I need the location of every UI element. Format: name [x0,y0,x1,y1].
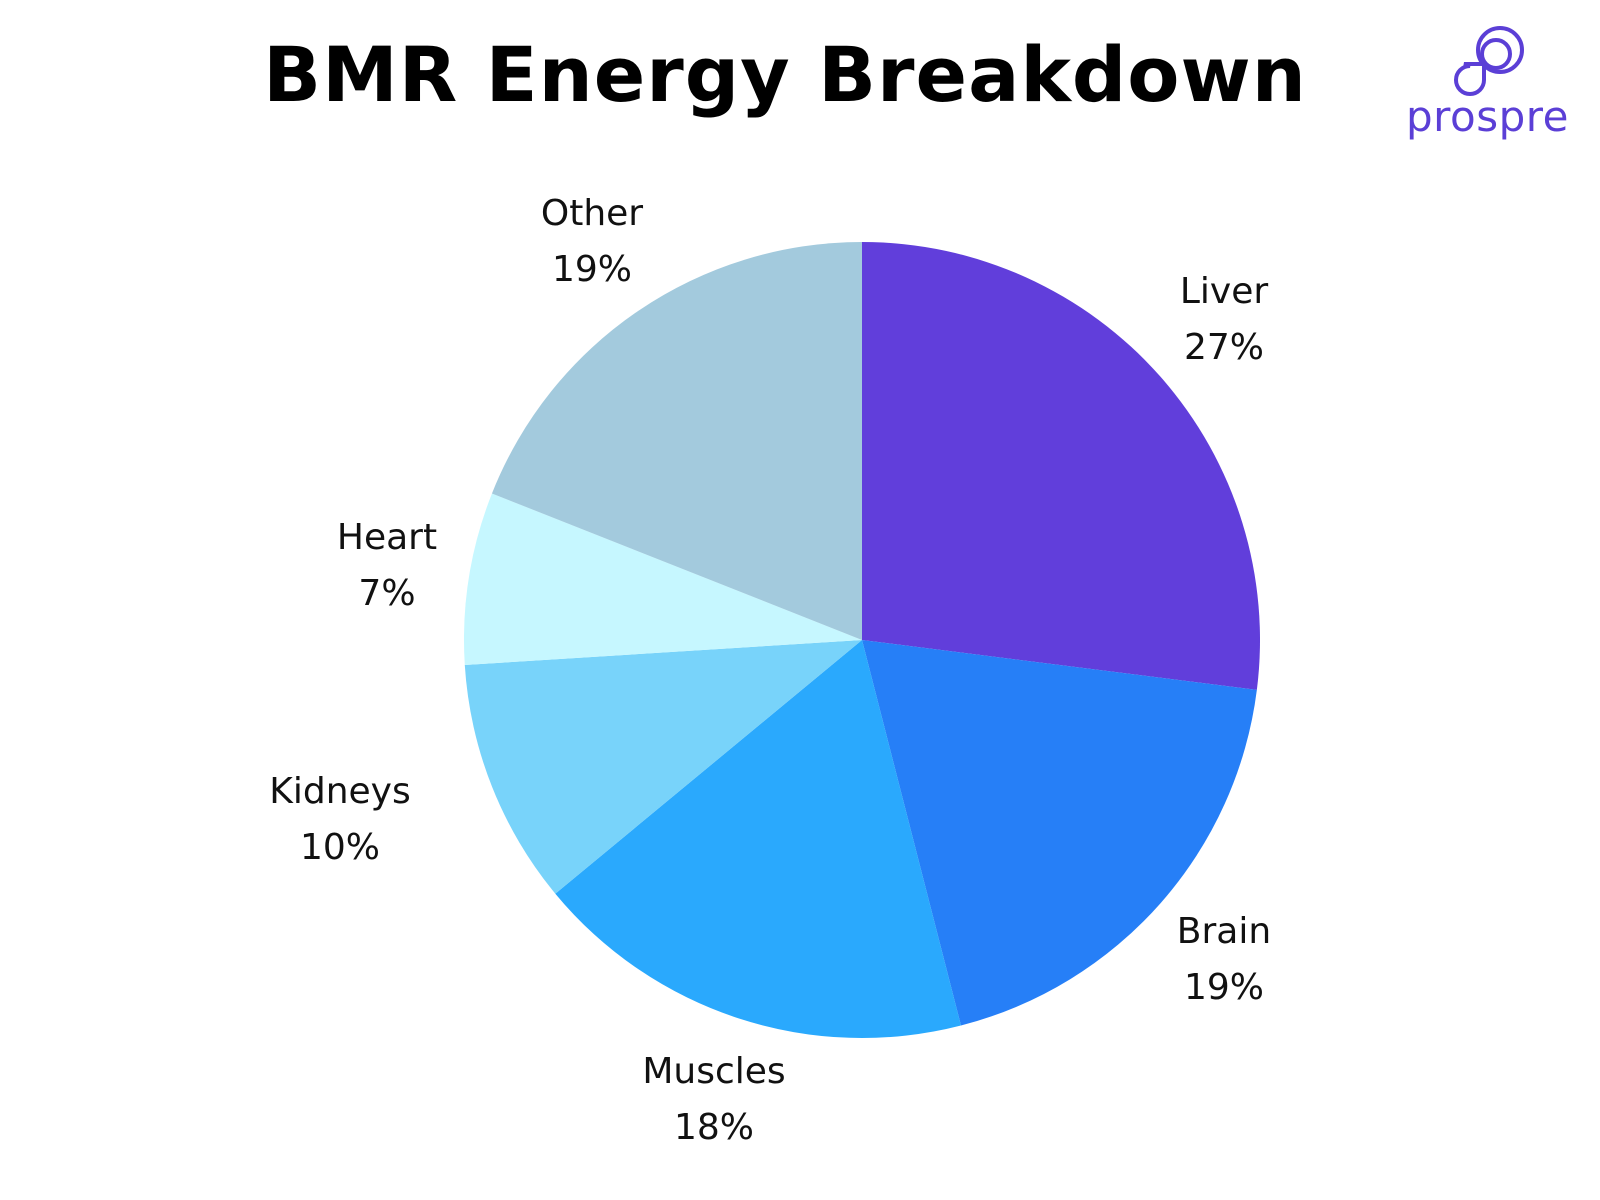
label-other-name: Other [540,193,644,234]
chart-title: BMR Energy Breakdown [263,30,1307,119]
label-other: Other 19% [541,186,643,298]
label-muscles: Muscles 18% [642,1044,785,1156]
label-kidneys-pct: 10% [299,827,380,868]
label-liver: Liver 27% [1180,264,1268,376]
brand-wordmark: prospre [1406,92,1569,141]
label-kidneys-name: Kidneys [269,771,411,812]
prospre-logo-icon [1454,26,1524,96]
label-heart: Heart 7% [337,510,437,622]
label-brain-name: Brain [1176,911,1272,952]
pie-slice-kidneys [464,640,862,894]
label-brain: Brain 19% [1177,904,1271,1016]
label-heart-pct: 7% [358,573,416,614]
label-muscles-name: Muscles [642,1051,786,1092]
label-kidneys: Kidneys 10% [269,764,411,876]
label-brain-pct: 19% [1183,967,1265,1008]
label-muscles-pct: 18% [673,1107,754,1148]
pie-slice-muscles [555,640,961,1038]
label-other-pct: 19% [551,249,632,290]
pie-slice-liver [862,242,1261,690]
pie-slice-heart [464,493,862,665]
label-heart-name: Heart [336,517,438,558]
pie-slice-other [491,242,862,640]
label-liver-name: Liver [1179,271,1269,312]
pie-slice-brain [862,640,1257,1026]
label-liver-pct: 27% [1183,327,1264,368]
